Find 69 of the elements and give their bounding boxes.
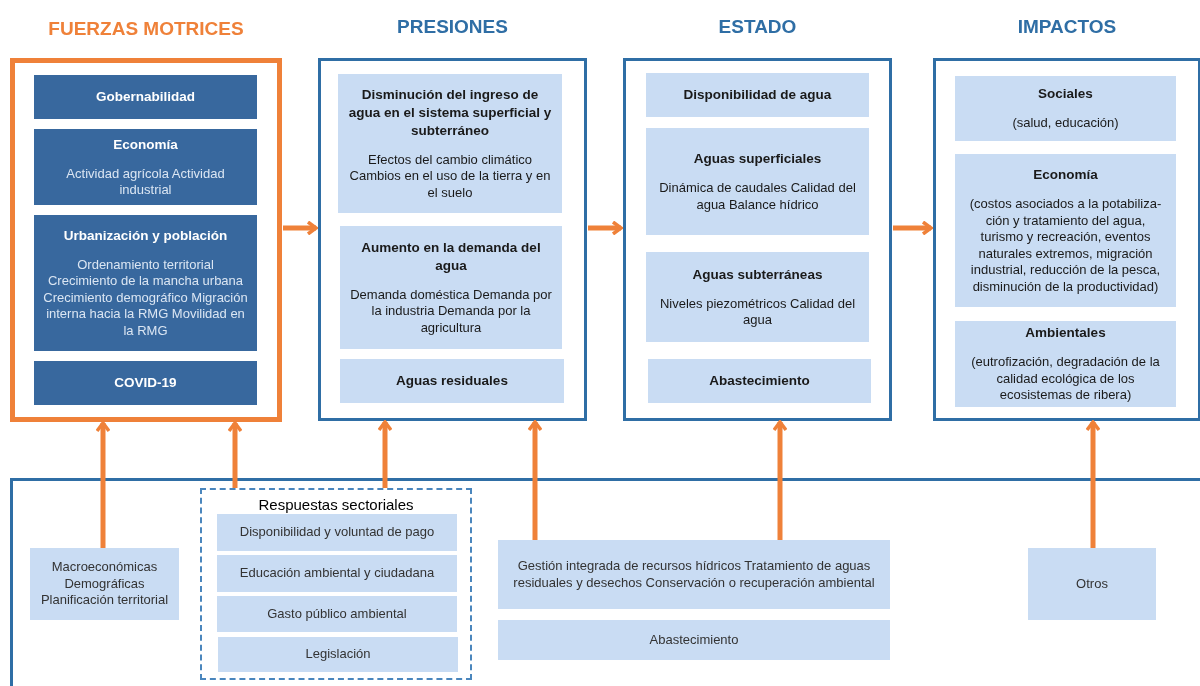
factor-box xyxy=(955,154,1176,307)
factor-box xyxy=(340,226,562,349)
box-heading: Aguas superficiales xyxy=(693,150,822,168)
column-heading: PRESIONES xyxy=(396,15,509,39)
box-heading: Sociales xyxy=(1038,85,1093,104)
arrow xyxy=(1085,420,1101,548)
arrow xyxy=(227,421,243,488)
factor-box xyxy=(646,252,869,342)
box-heading: Urbanización y población xyxy=(63,226,228,245)
box-text: Educación ambiental y ciudadana xyxy=(239,565,435,582)
factor-box xyxy=(340,359,564,403)
response-box xyxy=(498,540,890,609)
box-heading: Gobernabilidad xyxy=(96,88,195,106)
box-text: (eutrofización, degradación de la calidad ecológica de los ecosistemas de ribera) xyxy=(970,354,1161,404)
dashed-group-box xyxy=(200,488,472,680)
responses-panel xyxy=(10,478,1200,686)
arrow xyxy=(95,421,111,548)
box-text: Macroeconómicas Demográficas Planificación territorial xyxy=(39,559,170,609)
arrow xyxy=(893,220,933,236)
response-box xyxy=(1028,548,1156,620)
arrow xyxy=(588,220,623,236)
column-heading: IMPACTOS xyxy=(1016,15,1118,39)
box-text: Actividad agrícola Actividad industrial xyxy=(65,165,226,199)
factor-box xyxy=(646,73,869,117)
arrow xyxy=(377,420,393,488)
box-heading: Aumento en la demanda del agua xyxy=(360,238,542,275)
box-heading: Economía xyxy=(113,135,178,154)
response-box xyxy=(217,514,457,551)
box-text: Dinámica de caudales Calidad del agua Balance hídrico xyxy=(658,180,857,213)
factor-box xyxy=(955,76,1176,141)
factor-box xyxy=(338,74,562,213)
box-heading: Ambientales xyxy=(1025,324,1106,343)
box-text: Legislación xyxy=(305,646,371,663)
box-text: Disponibilidad y voluntad de pago xyxy=(239,524,435,541)
box-text: (costos asociados a la potabiliza-ción y tratamiento del agua, turismo y recreación, eventos naturales extremos, migración industrial, reducción de la pesca, disminución de la productividad) xyxy=(968,196,1163,295)
box-heading: Disponibilidad de agua xyxy=(683,86,832,104)
column-heading: FUERZAS MOTRICES xyxy=(47,17,245,41)
arrow xyxy=(283,220,318,236)
response-box xyxy=(30,548,179,620)
factor-box xyxy=(34,215,257,351)
box-text: Gestión integrada de recursos hídricos Tratamiento de aguas residuales y desechos Conservación o recuperación ambiental xyxy=(512,558,876,591)
box-heading: Abastecimiento xyxy=(709,372,810,390)
box-text: Niveles piezométricos Calidad del agua xyxy=(658,295,857,329)
response-box xyxy=(217,596,457,632)
box-text: Abastecimiento xyxy=(649,631,739,649)
factor-box xyxy=(648,359,871,403)
box-heading: Economía xyxy=(1033,166,1098,184)
factor-box xyxy=(34,75,257,119)
box-text: Demanda doméstica Demanda por la industria Demanda por la agricultura xyxy=(349,286,553,337)
factor-box xyxy=(34,361,257,405)
factor-box xyxy=(955,321,1176,407)
column-heading: ESTADO xyxy=(717,15,798,39)
box-text: Efectos del cambio climático Cambios en el uso de la tierra y en el suelo xyxy=(348,151,552,202)
factor-box xyxy=(34,129,257,205)
arrow xyxy=(527,420,543,540)
response-box xyxy=(218,637,458,672)
response-box xyxy=(498,620,890,660)
group-heading: Respuestas sectoriales xyxy=(258,495,414,515)
box-heading: Aguas subterráneas xyxy=(692,265,823,284)
box-text: Ordenamiento territorial Crecimiento de la mancha urbana Crecimiento demográfico Migración interna hacia la RMG Movilidad en la RMG xyxy=(42,256,249,340)
box-heading: Aguas residuales xyxy=(396,372,508,390)
box-heading: Disminución del ingreso de agua en el sistema superficial y subterráneo xyxy=(347,85,553,140)
factor-box xyxy=(646,128,869,235)
box-heading: COVID-19 xyxy=(114,374,177,392)
response-box xyxy=(217,555,457,592)
box-text: (salud, educación) xyxy=(1012,115,1119,132)
arrow xyxy=(772,420,788,540)
box-text: Gasto público ambiental xyxy=(267,605,407,623)
box-text: Otros xyxy=(1076,575,1108,593)
